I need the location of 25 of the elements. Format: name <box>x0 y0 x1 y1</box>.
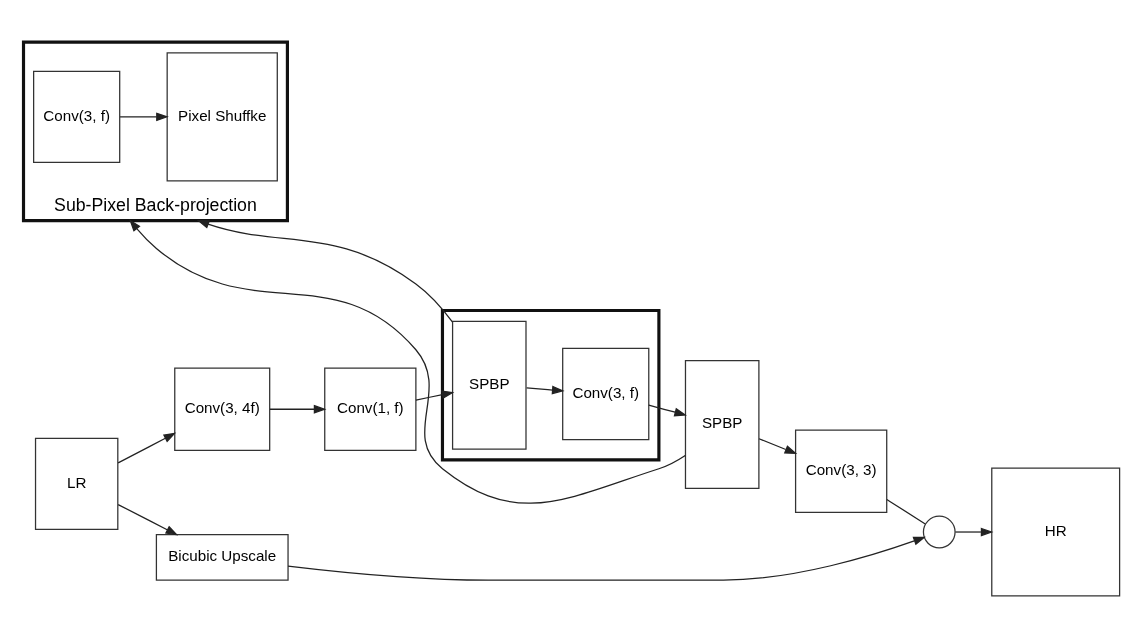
arrow <box>119 112 169 122</box>
node-circle <box>922 515 956 549</box>
node-box: HR <box>991 467 1121 597</box>
node-box: Conv(3, 4f) <box>174 367 271 451</box>
node-box: Pixel Shuffke <box>166 52 278 182</box>
node-box: LR <box>34 437 119 531</box>
node-box: SPBP <box>684 359 760 489</box>
arrow <box>525 385 565 395</box>
node-box: SPBP <box>451 320 527 450</box>
arrow <box>954 527 994 537</box>
node-box: Conv(3, 3) <box>794 429 888 514</box>
arrow <box>117 432 177 464</box>
arrow <box>196 220 453 323</box>
node-box: Conv(3, f) <box>33 70 121 164</box>
arrow <box>415 390 455 401</box>
arrow <box>117 503 179 536</box>
arrow <box>287 536 926 581</box>
arrow <box>129 219 686 504</box>
arrow <box>648 404 687 417</box>
node-box: Bicubic Upscale <box>155 533 289 581</box>
node-box: Conv(1, f) <box>324 367 417 451</box>
arrow <box>758 438 798 455</box>
connector <box>886 498 926 525</box>
arrow <box>269 404 327 414</box>
node-box: Conv(3, f) <box>562 347 650 441</box>
